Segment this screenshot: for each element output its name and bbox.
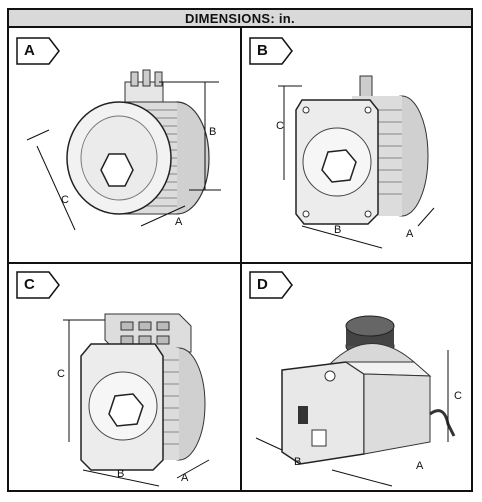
panel-c-dim-c: C	[57, 368, 65, 380]
panel-a-dim-b: B	[209, 126, 217, 138]
panel-b-dim-c: C	[276, 120, 284, 132]
panel-c-dim-b: B	[117, 468, 125, 480]
panel-c-badge: C	[17, 272, 59, 298]
transformer-drawing-b	[249, 37, 435, 249]
panel-d-letter: D	[257, 276, 268, 293]
panel-a-dim-a: A	[175, 216, 183, 228]
panel-c-dim-a: A	[181, 472, 189, 484]
panel-a-letter: A	[24, 42, 35, 59]
variac-drawing-d	[249, 271, 456, 487]
panel-a-badge: A	[17, 38, 59, 64]
panel-b-dim-a: A	[406, 228, 414, 240]
panel-b: B C B A	[242, 30, 470, 262]
figure-title: DIMENSIONS: in.	[9, 10, 471, 28]
panel-d: D C B A	[242, 264, 470, 496]
panel-d-dim-a: A	[416, 460, 424, 472]
panel-c: C C B A	[9, 264, 237, 496]
panel-d-badge: D	[250, 272, 292, 298]
panel-d-dim-c: C	[454, 390, 462, 402]
panel-divider-vertical	[240, 28, 242, 490]
dimensions-figure: DIMENSIONS: in.	[7, 8, 473, 492]
panel-d-dim-b: B	[294, 456, 302, 468]
transformer-drawing-a	[16, 37, 221, 231]
panel-b-letter: B	[257, 42, 268, 59]
panel-a-dim-c: C	[61, 194, 69, 206]
panel-b-dim-b: B	[334, 224, 342, 236]
panel-a: A B C A	[9, 30, 237, 262]
panel-b-badge: B	[250, 38, 292, 64]
transformer-drawing-c	[16, 271, 210, 487]
panel-c-letter: C	[24, 276, 35, 293]
panel-divider-horizontal	[9, 262, 471, 264]
